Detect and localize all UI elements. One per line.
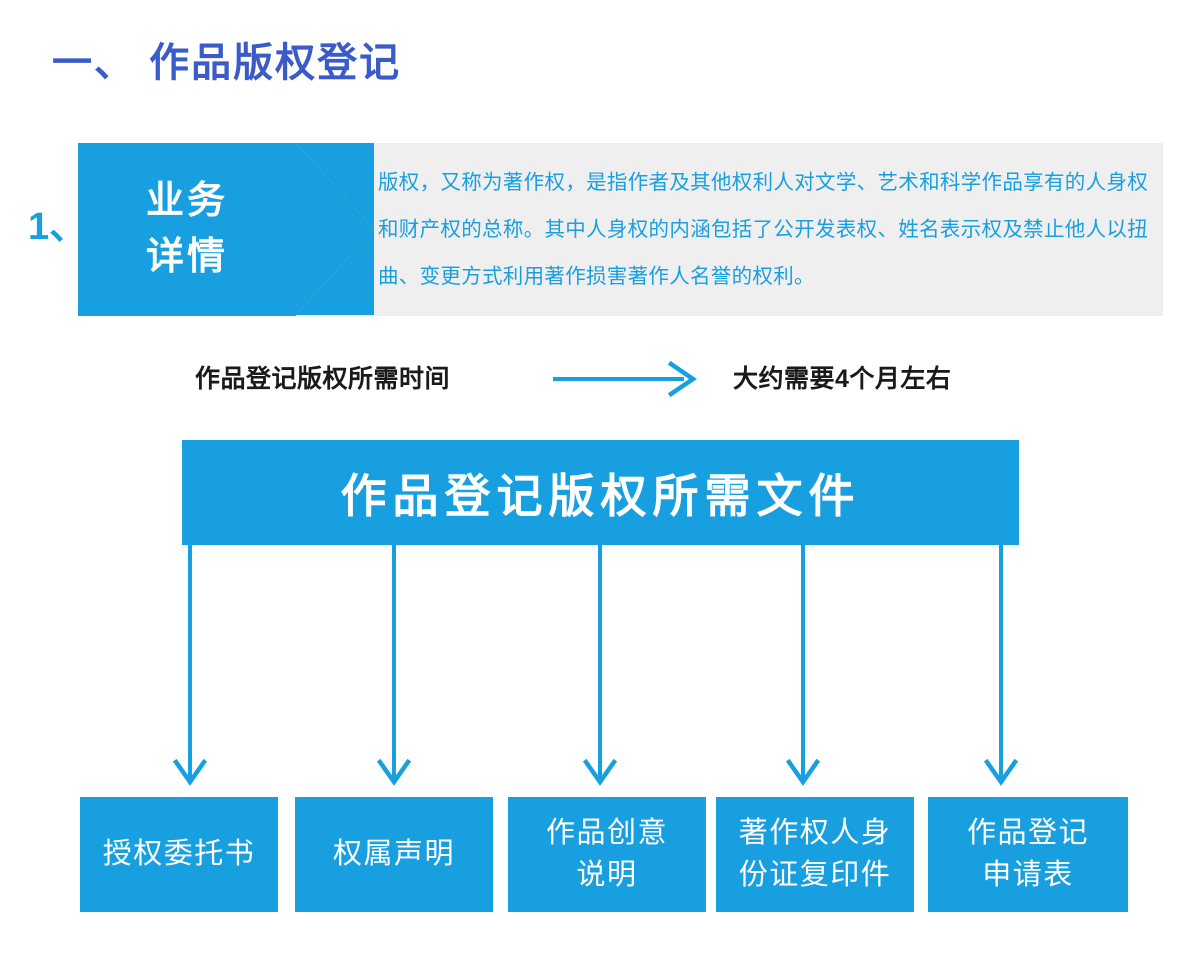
document-box[interactable]: 作品创意 说明 xyxy=(508,797,706,912)
text-wrap-spacer xyxy=(286,159,378,300)
arrow-down-icon xyxy=(785,540,821,786)
page-title: 一、 作品版权登记 xyxy=(52,41,402,85)
tab-arrow-point-icon xyxy=(296,142,374,315)
arrow-down-icon xyxy=(172,540,208,786)
item-number-label: 1、 xyxy=(28,206,88,248)
business-detail-text: 版权，又称为著作权，是指作者及其他权利人对文学、艺术和科学作品享有的人身权和财产… xyxy=(286,159,1148,300)
processing-time-value: 大约需要4个月左右 xyxy=(733,365,952,393)
document-box[interactable]: 作品登记 申请表 xyxy=(928,797,1128,912)
business-detail-tab-label: 业务 详情 xyxy=(78,143,296,316)
processing-time-label: 作品登记版权所需时间 xyxy=(195,365,451,393)
tab-label-line-1: 业务 xyxy=(145,180,228,223)
document-box[interactable]: 权属声明 xyxy=(295,797,493,912)
business-detail-paragraph: 版权，又称为著作权，是指作者及其他权利人对文学、艺术和科学作品享有的人身权和财产… xyxy=(378,171,1148,288)
tab-label-line-2: 详情 xyxy=(145,235,228,278)
business-detail-panel: 业务 详情 版权，又称为著作权，是指作者及其他权利人对文学、艺术和科学作品享有的… xyxy=(78,142,1163,316)
connector-arrows-group xyxy=(172,540,1019,786)
required-documents-header: 作品登记版权所需文件 xyxy=(182,440,1019,545)
arrow-down-icon xyxy=(376,540,412,786)
arrow-down-icon xyxy=(582,540,618,786)
processing-time-row: 作品登记版权所需时间 大约需要4个月左右 xyxy=(195,358,1005,400)
business-detail-tab xyxy=(78,143,296,316)
document-box[interactable]: 著作权人身 份证复印件 xyxy=(716,797,914,912)
arrow-right-icon xyxy=(553,361,697,397)
arrow-down-icon xyxy=(983,540,1019,786)
document-box[interactable]: 授权委托书 xyxy=(80,797,278,912)
